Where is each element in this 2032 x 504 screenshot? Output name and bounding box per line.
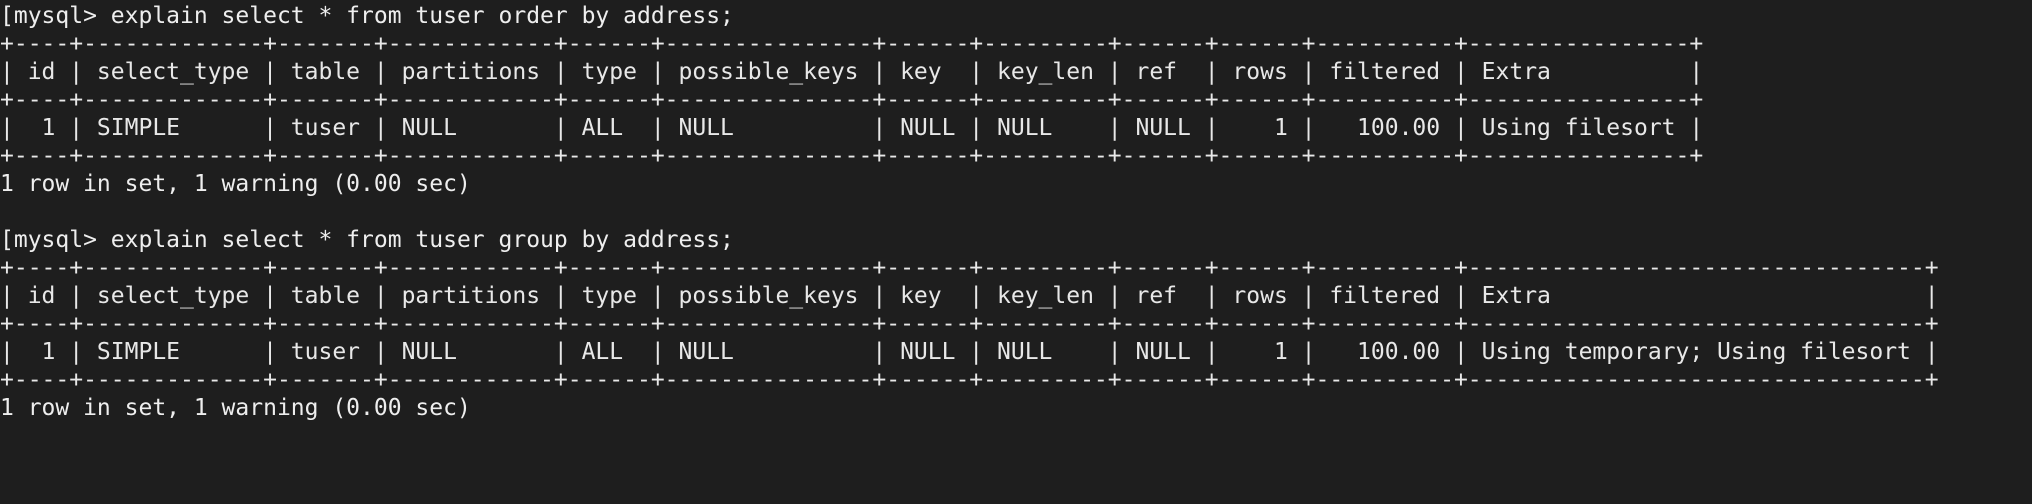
terminal-window[interactable]: [mysql> explain select * from tuser orde…	[0, 0, 2032, 422]
table-header-row: | id | select_type | table | partitions …	[0, 283, 1939, 309]
table-header-row: | id | select_type | table | partitions …	[0, 59, 1704, 85]
table-border: +----+-------------+-------+------------…	[0, 311, 1939, 337]
command-line: [mysql> explain select * from tuser grou…	[0, 227, 734, 253]
command-line: [mysql> explain select * from tuser orde…	[0, 3, 734, 29]
status-line: 1 row in set, 1 warning (0.00 sec)	[0, 395, 471, 421]
table-border: +----+-------------+-------+------------…	[0, 31, 1704, 57]
status-line: 1 row in set, 1 warning (0.00 sec)	[0, 171, 471, 197]
table-row: | 1 | SIMPLE | tuser | NULL | ALL | NULL…	[0, 339, 1939, 365]
table-row: | 1 | SIMPLE | tuser | NULL | ALL | NULL…	[0, 115, 1704, 141]
table-border: +----+-------------+-------+------------…	[0, 87, 1704, 113]
table-border: +----+-------------+-------+------------…	[0, 367, 1939, 393]
table-border: +----+-------------+-------+------------…	[0, 143, 1704, 169]
table-border: +----+-------------+-------+------------…	[0, 255, 1939, 281]
